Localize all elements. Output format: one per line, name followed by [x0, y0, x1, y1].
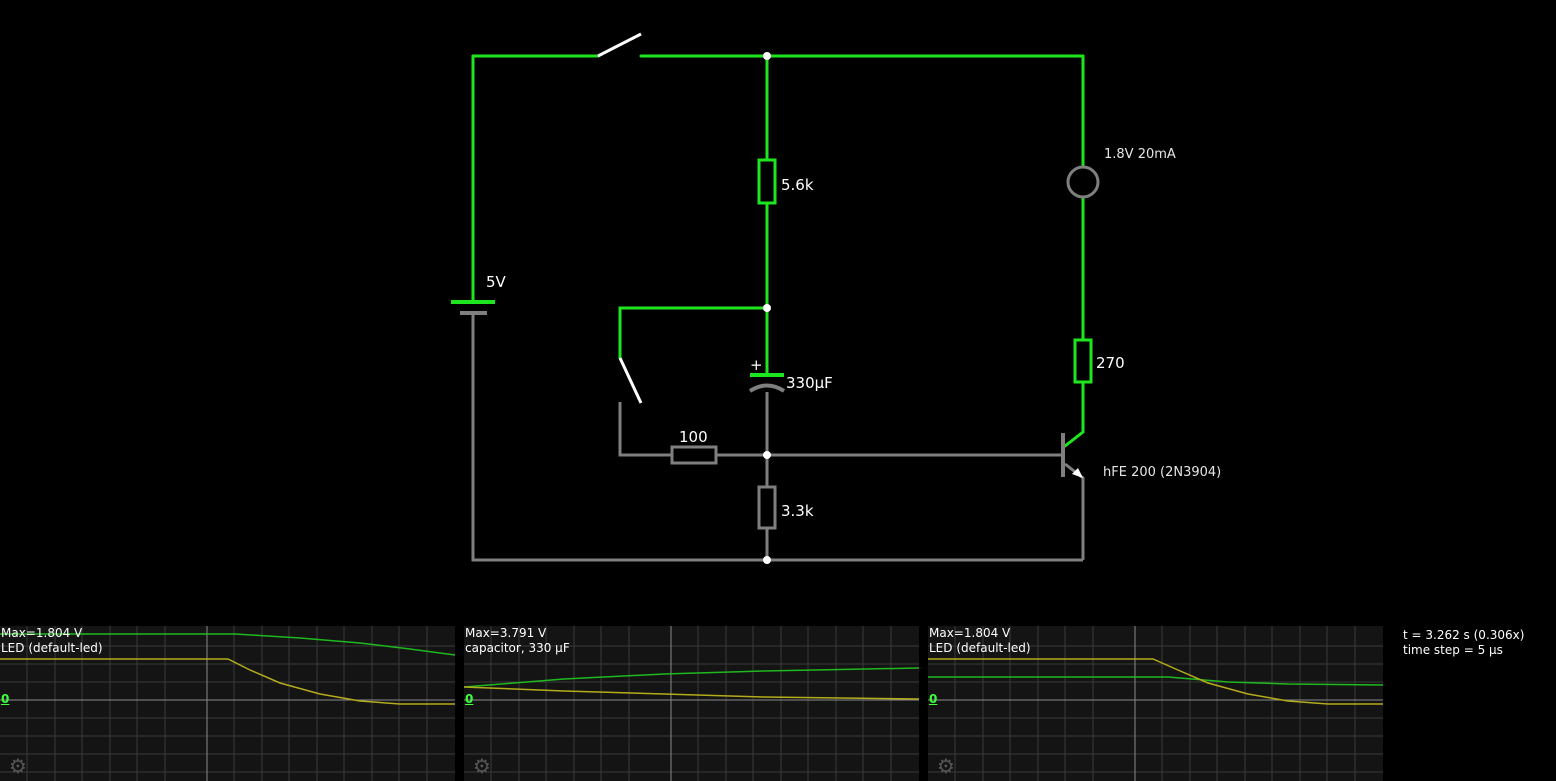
circuit-canvas[interactable]: 5V 5.6k + 330µF 100 3.3k 1.8V 20mA 270 h…: [0, 0, 1556, 626]
resistor-3-3k[interactable]: [757, 485, 777, 530]
simulation-time: t = 3.262 s (0.306x): [1403, 628, 1525, 642]
wire-switch-to-r100[interactable]: [618, 402, 672, 457]
scope-capacitor[interactable]: Max=3.791 V capacitor, 330 µF 0 ⚙: [464, 626, 919, 781]
node: [763, 52, 771, 60]
scope-name-label: LED (default-led): [1, 641, 103, 655]
scope-trace-current: [464, 686, 919, 700]
wire-battery-minus[interactable]: [471, 313, 1083, 562]
scope-panel: Max=1.804 V LED (default-led) 0 ⚙: [0, 626, 1556, 781]
scope-plot: [928, 626, 1383, 781]
transistor[interactable]: [1061, 433, 1083, 478]
resistor-3-3k-label: 3.3k: [781, 502, 814, 520]
gear-icon[interactable]: ⚙: [473, 754, 491, 778]
scope-led-1[interactable]: Max=1.804 V LED (default-led) 0 ⚙: [0, 626, 455, 781]
left-switch[interactable]: [618, 357, 643, 404]
top-switch[interactable]: [597, 32, 642, 58]
led-label: 1.8V 20mA: [1104, 147, 1176, 162]
scope-trace-voltage: [464, 667, 919, 688]
capacitor[interactable]: [748, 373, 786, 393]
scope-zero-label: 0: [1, 692, 10, 706]
scope-name-label: LED (default-led): [929, 641, 1031, 655]
transistor-label: hFE 200 (2N3904): [1103, 465, 1221, 480]
scope-plot: [0, 626, 455, 781]
resistor-270[interactable]: [1073, 338, 1093, 384]
capacitor-polarity: +: [750, 356, 763, 374]
node: [763, 451, 771, 459]
scope-max-label: Max=1.804 V: [929, 626, 1011, 640]
wire-r270-to-collector[interactable]: [1063, 380, 1085, 448]
scope-trace-current: [928, 658, 1383, 705]
node: [763, 304, 771, 312]
resistor-270-label: 270: [1096, 354, 1125, 372]
wire-emitter[interactable]: [1064, 462, 1085, 560]
resistor-100-label: 100: [679, 428, 708, 446]
resistor-100[interactable]: [670, 445, 718, 465]
scope-trace-current: [0, 658, 455, 705]
battery[interactable]: [451, 300, 495, 315]
gear-icon[interactable]: ⚙: [9, 754, 27, 778]
wire-node-to-switch[interactable]: [618, 306, 769, 360]
scope-max-label: Max=1.804 V: [1, 626, 83, 640]
resistor-5-6k[interactable]: [757, 158, 777, 205]
scope-trace-voltage: [928, 676, 1383, 686]
resistor-5-6k-label: 5.6k: [781, 176, 814, 194]
scope-zero-label: 0: [465, 692, 474, 706]
battery-label: 5V: [486, 273, 507, 291]
node: [763, 556, 771, 564]
time-step: time step = 5 µs: [1403, 643, 1503, 657]
scope-led-2[interactable]: Max=1.804 V LED (default-led) 0 ⚙: [928, 626, 1383, 781]
scope-plot: [464, 626, 919, 781]
capacitor-label: 330µF: [786, 374, 833, 392]
scope-zero-label: 0: [929, 692, 938, 706]
simulation-info: t = 3.262 s (0.306x) time step = 5 µs: [1403, 628, 1524, 658]
led[interactable]: [1066, 165, 1100, 199]
scope-name-label: capacitor, 330 µF: [465, 641, 570, 655]
scope-trace-voltage: [0, 633, 455, 656]
gear-icon[interactable]: ⚙: [937, 754, 955, 778]
scope-max-label: Max=3.791 V: [465, 626, 547, 640]
